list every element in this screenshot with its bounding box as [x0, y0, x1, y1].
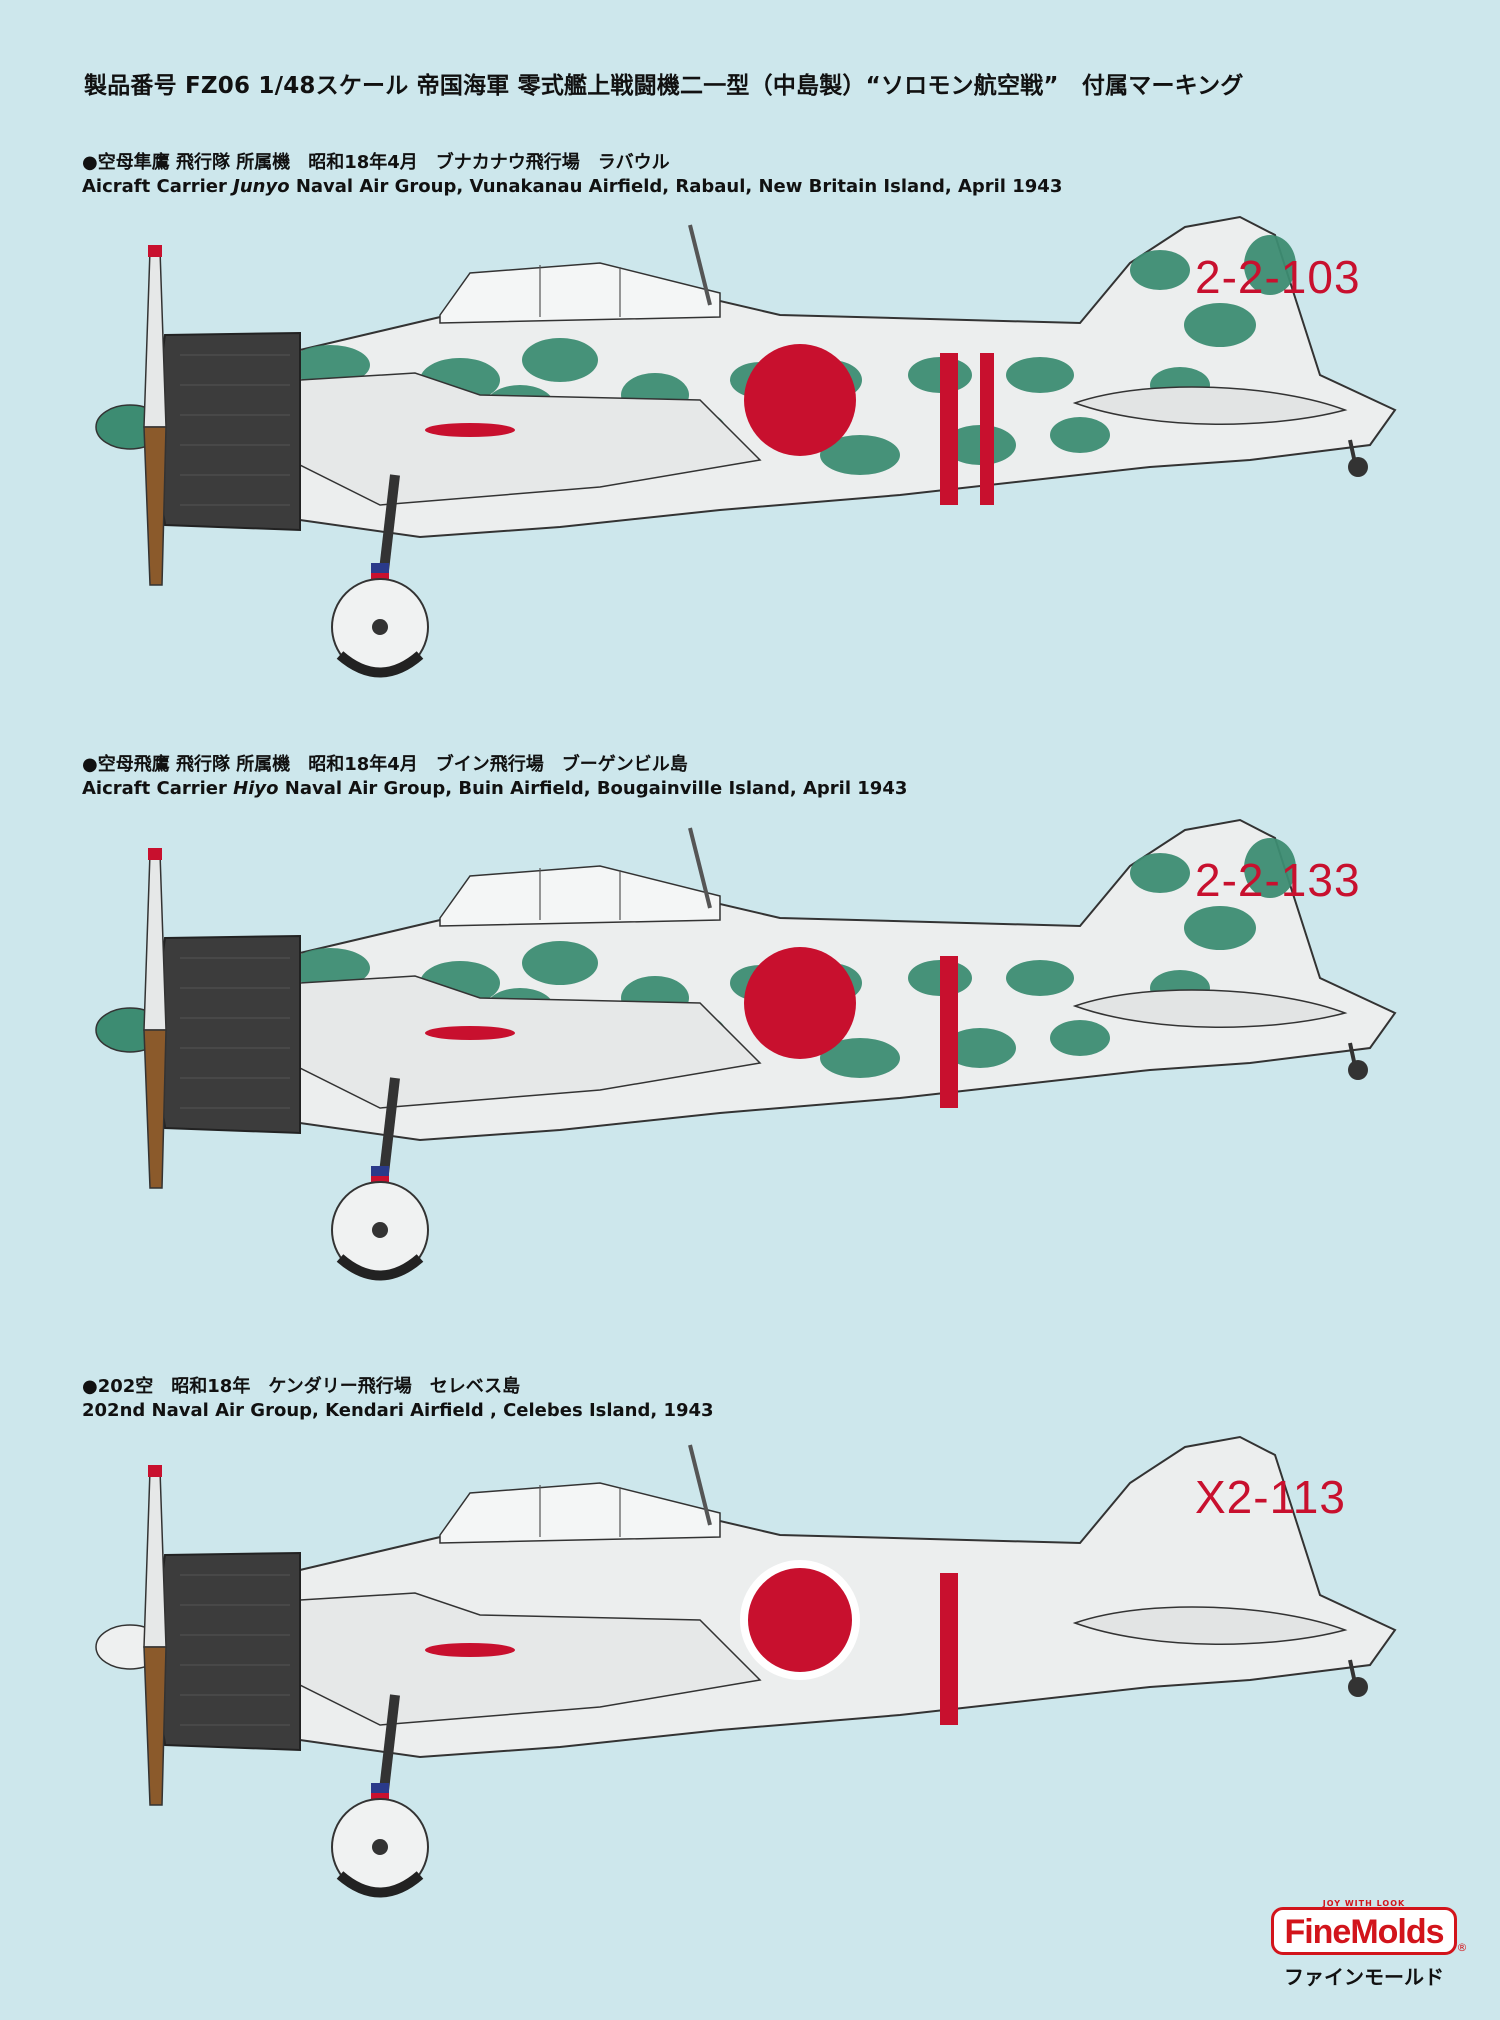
tail-code: X2-113: [1195, 1471, 1346, 1523]
camo-spot: [820, 1038, 900, 1078]
camo-spot: [1050, 1020, 1110, 1056]
camo-spot: [1130, 853, 1190, 893]
hinomaru: [744, 947, 856, 1059]
propeller-blade: [143, 1469, 167, 1648]
wheel-hub: [372, 619, 388, 635]
engine-cowling: [156, 934, 301, 1135]
fuselage-band: [940, 1573, 958, 1725]
gear-marking: [371, 1793, 389, 1801]
tailplane: [1072, 386, 1348, 425]
tire: [336, 651, 424, 678]
caption-jp-3: ●202空 昭和18年 ケンダリー飛行場 セレベス島: [82, 1376, 521, 1397]
wing: [299, 975, 762, 1109]
gear-marking: [371, 563, 389, 573]
camo-spot: [820, 435, 900, 475]
wing-hinomaru: [425, 1026, 515, 1040]
profile-hiyo: 2-2-133: [0, 808, 1500, 1328]
caption-jp-2: ●空母飛鷹 飛行隊 所属機 昭和18年4月 ブイン飛行場 ブーゲンビル島: [82, 754, 688, 775]
propeller-blade: [143, 249, 167, 428]
tire: [336, 1254, 424, 1281]
tire: [336, 1871, 424, 1898]
prop-tip-stripe: [148, 848, 162, 860]
tail-wheel: [1348, 1060, 1368, 1080]
propeller-blade: [143, 852, 167, 1031]
zero-plane-icon: 2-2-133: [95, 818, 1397, 1281]
propeller-blade: [143, 1029, 167, 1189]
canopy: [439, 262, 721, 324]
radio-mast: [688, 827, 712, 909]
wing: [299, 1592, 762, 1726]
wing-hinomaru: [425, 423, 515, 437]
wing: [299, 372, 762, 506]
camo-spot: [1244, 235, 1296, 295]
tailplane: [1072, 989, 1348, 1028]
camo-spot: [1130, 250, 1190, 290]
engine-cowling: [156, 1551, 301, 1752]
camo-spot: [290, 948, 370, 988]
radio-mast: [688, 224, 712, 306]
logo-badge: JOY WITH LOOK FineMolds ®: [1271, 1899, 1468, 1955]
propeller-blade: [143, 1646, 167, 1806]
camo-spot: [1244, 838, 1296, 898]
hinomaru: [740, 1560, 860, 1680]
camo-spot: [1184, 906, 1256, 950]
logo-registered-mark: ®: [1456, 1941, 1468, 1954]
tail-wheel: [1348, 457, 1368, 477]
camo-spot: [1050, 417, 1110, 453]
camo-spot: [290, 345, 370, 385]
camo-spot: [522, 338, 598, 382]
logo-tagline: JOY WITH LOOK: [1322, 1899, 1406, 1908]
page-title: 製品番号 FZ06 1/48スケール 帝国海軍 零式艦上戦闘機二一型（中島製）“…: [84, 73, 1244, 99]
camo-spot: [944, 1028, 1016, 1068]
caption-jp-1: ●空母隼鷹 飛行隊 所属機 昭和18年4月 ブナカナウ飛行場 ラバウル: [82, 152, 670, 173]
camo-spot: [1006, 357, 1074, 393]
finemolds-logo: JOY WITH LOOK FineMolds ® ファインモールド: [1264, 1899, 1468, 1990]
zero-plane-icon: 2-2-103: [95, 215, 1397, 678]
gear-marking: [371, 1176, 389, 1184]
tail-code: 2-2-103: [1195, 251, 1361, 303]
camo-spot: [522, 941, 598, 985]
gear-marking: [371, 573, 389, 581]
camo-spot: [1006, 960, 1074, 996]
caption-en-2: Aicraft Carrier Hiyo Naval Air Group, Bu…: [82, 778, 908, 799]
camo-spot: [1184, 303, 1256, 347]
fuselage-band: [940, 353, 958, 505]
tail-wheel: [1348, 1677, 1368, 1697]
fuselage-band: [980, 353, 994, 505]
gear-marking: [371, 1783, 389, 1793]
radio-mast: [688, 1444, 712, 1526]
engine-cowling: [156, 331, 301, 532]
hinomaru: [744, 344, 856, 456]
wheel-hub: [372, 1839, 388, 1855]
propeller-blade: [143, 426, 167, 586]
zero-plane-icon: X2-113: [95, 1435, 1397, 1898]
caption-en-1: Aicraft Carrier Junyo Naval Air Group, V…: [82, 176, 1063, 197]
tail-code: 2-2-133: [1195, 854, 1361, 906]
canopy: [439, 865, 721, 927]
fuselage-band: [940, 956, 958, 1108]
tailplane: [1072, 1606, 1348, 1645]
gear-marking: [371, 1166, 389, 1176]
logo-brand: FineMolds: [1284, 1913, 1444, 1951]
profile-202: X2-113: [0, 1425, 1500, 1945]
profile-junyo: 2-2-103: [0, 205, 1500, 725]
prop-tip-stripe: [148, 1465, 162, 1477]
logo-kana: ファインモールド: [1284, 1965, 1444, 1989]
wheel-hub: [372, 1222, 388, 1238]
wing-hinomaru: [425, 1643, 515, 1657]
canopy: [439, 1482, 721, 1544]
caption-en-3: 202nd Naval Air Group, Kendari Airfield …: [82, 1400, 714, 1421]
prop-tip-stripe: [148, 245, 162, 257]
